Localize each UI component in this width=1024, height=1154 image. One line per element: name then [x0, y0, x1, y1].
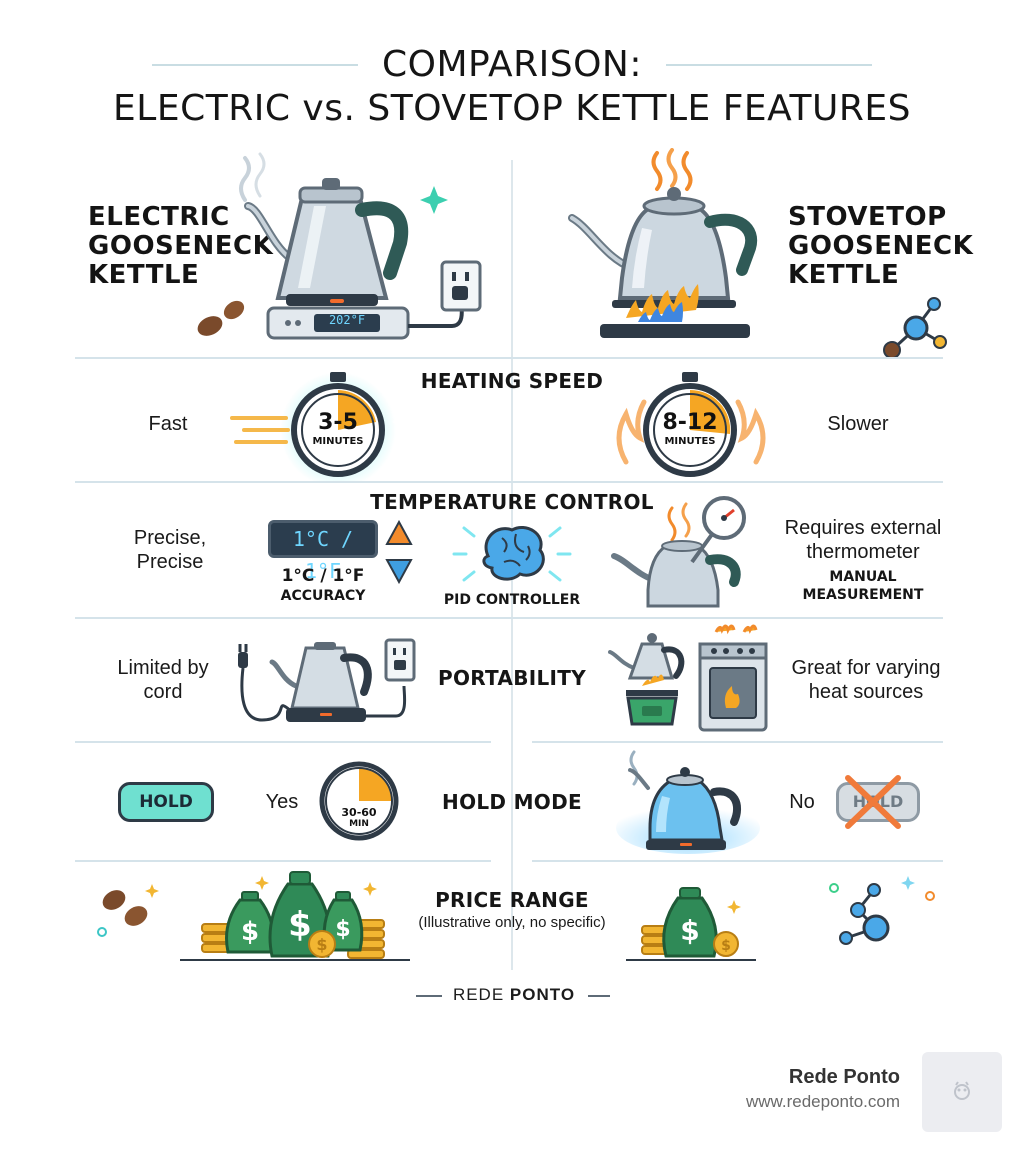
portability-label: PORTABILITY: [437, 666, 587, 690]
x-cross-icon: [845, 775, 901, 829]
pid-controller-label: PID CONTROLLER: [443, 592, 581, 608]
electric-heating-value: Fast: [148, 413, 188, 435]
price-range-note: (Illustrative only, no specific): [418, 914, 606, 931]
temperature-control-label: TEMPERATURE CONTROL: [370, 490, 654, 514]
watermark-url: www.redeponto.com: [745, 1092, 900, 1111]
stovetop-kettle-name: STOVETOP GOOSENECK KETTLE: [788, 202, 974, 290]
electric-stopwatch-icon: [230, 372, 412, 482]
hold-mode-label: HOLD MODE: [442, 790, 582, 814]
stovetop-hold-value: No: [789, 791, 815, 813]
brain-icon: [452, 526, 572, 582]
row-divider-1: [75, 357, 943, 359]
page-title-line1: COMPARISON:: [382, 44, 642, 85]
row-divider-3: [75, 617, 943, 619]
page-title-line2: ELECTRIC vs. STOVETOP KETTLE FEATURES: [113, 88, 911, 129]
stovetop-stopwatch-icon: [616, 372, 766, 477]
electric-time-value: 3-5: [318, 410, 358, 435]
row-divider-4-right: [532, 741, 943, 743]
manual-measurement-label: MANUAL MEASUREMENT: [802, 569, 924, 603]
stovetop-kettle-icon: [568, 148, 758, 338]
svg-text:$: $: [335, 917, 350, 942]
svg-text:$: $: [241, 917, 259, 947]
hold-badge: HOLD: [118, 782, 214, 822]
hold-timer-unit: MIN: [349, 819, 369, 829]
svg-text:$: $: [721, 938, 731, 954]
price-range-label: PRICE RANGE: [435, 888, 589, 912]
stovetop-time-value: 8-12: [662, 410, 718, 435]
stovetop-portability-value: Great for varying heat sources: [791, 657, 941, 703]
row-divider-4-left: [75, 741, 491, 743]
corded-kettle-icon: [238, 638, 416, 722]
heating-speed-label: HEATING SPEED: [420, 369, 604, 393]
accuracy-lcd: 1°C / 1°F: [268, 520, 378, 583]
molecule-icon: [883, 297, 947, 359]
svg-text:$: $: [680, 914, 699, 947]
svg-text:$: $: [288, 905, 312, 945]
coffee-beans-icon: [97, 884, 159, 937]
accuracy-caption: ACCURACY: [280, 588, 366, 604]
molecule-network-icon: [829, 876, 935, 945]
stovetop-time-unit: MINUTES: [664, 436, 716, 447]
svg-text:$: $: [316, 935, 327, 954]
electric-hold-value: Yes: [265, 791, 299, 813]
row-divider-2: [75, 481, 943, 483]
money-bags-large-icon: $ $ $ $: [180, 871, 410, 961]
footer-rule-right: [588, 995, 610, 997]
electric-time-unit: MINUTES: [312, 436, 364, 447]
stovetop-thermometer-icon: [611, 496, 746, 608]
watermark-name: Rede Ponto: [788, 1066, 900, 1088]
electric-portability-value: Limited by cord: [117, 657, 209, 703]
row-divider-5-right: [532, 860, 943, 862]
owl-logo-icon: [954, 1081, 970, 1100]
stovetop-heating-value: Slower: [827, 413, 889, 435]
electric-temp-value: Precise, Precise: [133, 527, 207, 573]
title-rule-left: [152, 64, 358, 66]
electric-temp-display: 202°F: [314, 314, 380, 332]
hot-kettle-icon: [616, 750, 760, 854]
money-bag-small-icon: $ $: [626, 887, 756, 961]
footer-brand-text: REDE PONTO: [452, 985, 576, 1004]
up-down-arrows-icon: [385, 520, 413, 584]
title-rule-right: [666, 64, 872, 66]
stovetop-temp-value: Requires external thermometer: [784, 517, 942, 563]
accuracy-value: 1°C / 1°F: [281, 566, 365, 586]
footer-rule-left: [416, 995, 442, 997]
hold-timer-icon: [319, 761, 399, 841]
hold-timer-range: 30-60: [341, 806, 377, 819]
row-divider-5-left: [75, 860, 491, 862]
watermark-logo: [922, 1052, 1002, 1132]
electric-kettle-name: ELECTRIC GOOSENECK KETTLE: [88, 202, 274, 290]
stove-and-camp-burner-icon: [608, 624, 768, 732]
